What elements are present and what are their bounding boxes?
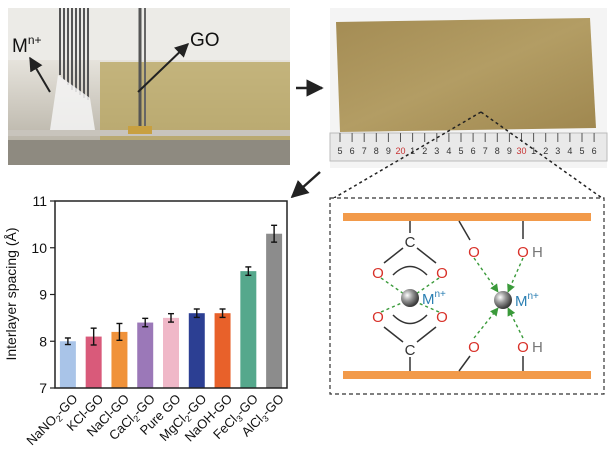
y-axis-label: Interlayer spacing (Å) <box>3 227 19 360</box>
ruler-label: 5 <box>579 146 584 156</box>
bar <box>240 271 257 388</box>
ruler-label: 1 <box>531 146 536 156</box>
coordination-bonds <box>380 257 524 339</box>
carbon-bottom: C <box>405 342 416 359</box>
oxygen-8: O <box>517 339 529 356</box>
bar <box>266 233 283 388</box>
zoom-line-right <box>480 111 603 199</box>
ruler-label: 20 <box>395 146 405 156</box>
ruler-label: 6 <box>592 146 597 156</box>
bar <box>188 313 205 388</box>
hydroxyl-h-bottom: H <box>532 339 543 356</box>
ruler-label: 7 <box>483 146 488 156</box>
oxygen-3: O <box>372 309 384 326</box>
oxygen-4: O <box>436 309 448 326</box>
y-tick-label: 8 <box>39 333 47 349</box>
ruler-label: 5 <box>458 146 463 156</box>
oxygen-6: O <box>468 339 480 356</box>
go-sheet-bottom <box>343 371 591 379</box>
go-sheet-top <box>343 213 591 221</box>
ruler-label: 7 <box>362 146 367 156</box>
category-label: AlCl3-GO <box>238 391 288 441</box>
metal-ion-1 <box>401 289 419 307</box>
ruler-label: 8 <box>374 146 379 156</box>
ruler-label: 9 <box>507 146 512 156</box>
ruler-label: 4 <box>446 146 451 156</box>
metal-ion-2 <box>494 291 512 309</box>
ruler-label: 6 <box>471 146 476 156</box>
oxygen-7: O <box>517 244 529 261</box>
bar <box>59 341 76 388</box>
ruler-label: 4 <box>567 146 572 156</box>
arrow-to-chart <box>290 171 321 199</box>
ruler-label: 3 <box>555 146 560 156</box>
ruler-label: 2 <box>543 146 548 156</box>
photo-fabrication: Mn+ GO <box>8 8 290 165</box>
schematic-frame <box>329 197 605 395</box>
zoom-line-left <box>333 111 482 199</box>
bar <box>163 317 179 388</box>
oxygen-5: O <box>468 244 480 261</box>
ruler-label: 9 <box>386 146 391 156</box>
schematic: C C O O O O O O O O H H Mn+ Mn+ <box>329 197 605 395</box>
go-membrane <box>336 18 596 132</box>
ruler-label: 2 <box>422 146 427 156</box>
metal-arrow <box>29 56 51 93</box>
ruler-label: 5 <box>337 146 342 156</box>
oxygen-1: O <box>372 265 384 282</box>
bar <box>137 322 154 388</box>
hydroxyl-h-top: H <box>532 244 543 261</box>
ruler-label: 30 <box>516 146 526 156</box>
bar <box>111 331 128 388</box>
bar <box>214 313 231 388</box>
go-arrow <box>137 43 190 93</box>
oxygen-2: O <box>436 265 448 282</box>
carbon-top: C <box>405 234 416 251</box>
nozzle-array <box>59 8 89 100</box>
metal-label-1: Mn+ <box>422 289 446 308</box>
y-tick-label: 10 <box>31 240 47 256</box>
metal-label-2: Mn+ <box>515 291 539 310</box>
ruler-label: 6 <box>350 146 355 156</box>
ruler <box>329 132 608 162</box>
y-tick-label: 9 <box>39 287 47 303</box>
label-go: GO <box>190 30 220 51</box>
ruler-label: 3 <box>434 146 439 156</box>
ruler-label: 1 <box>410 146 415 156</box>
y-tick-label: 7 <box>39 380 47 396</box>
ruler-label: 8 <box>495 146 500 156</box>
y-tick-label: 11 <box>32 193 47 209</box>
bar <box>85 336 102 388</box>
label-metal-ion: Mn+ <box>12 33 42 57</box>
